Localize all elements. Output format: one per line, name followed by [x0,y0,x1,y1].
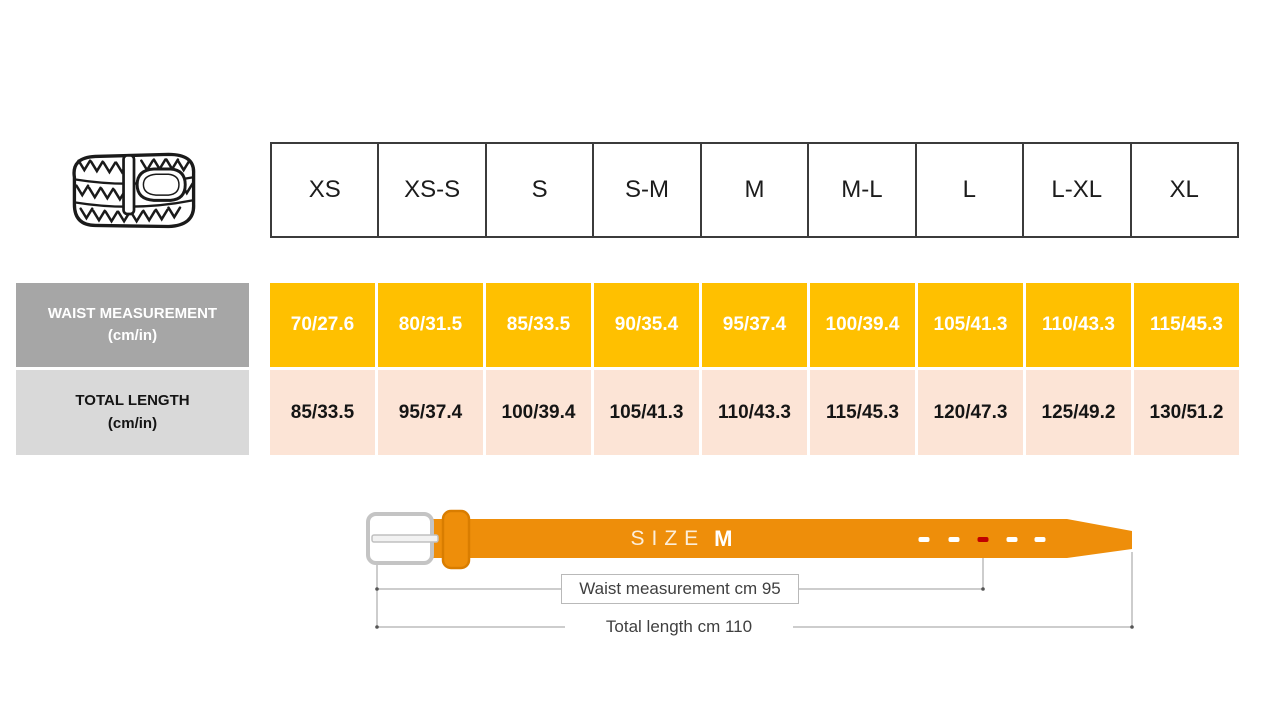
waist-measurement-row-header: WAIST MEASUREMENT (cm/in) [16,283,249,367]
length-value-cell: 130/51.2 [1134,370,1239,455]
size-column-header: XL [1169,176,1199,203]
length-value-cell: 110/43.3 [702,370,807,455]
size-column-header: S-M [594,144,702,236]
total-length-row-header: TOTAL LENGTH (cm/in) [16,370,249,455]
waist-value-cell: 95/37.4 [702,283,807,367]
size-column-header: M [702,144,810,236]
length-value-cell: 105/41.3 [594,370,699,455]
waist-value-cell: 105/41.3 [918,283,1023,367]
waist-value-cell: 70/27.6 [270,283,375,367]
length-value-cell: 115/45.3 [810,370,915,455]
waist-value-cell: 100/39.4 [810,283,915,367]
belt-holes [918,537,1046,542]
size-column-header: XS [272,144,380,236]
braided-belt-icon [72,152,196,229]
row-header-unit: (cm/in) [107,327,158,344]
row-header-label: WAIST MEASUREMENT [47,304,218,322]
size-value: M [714,526,734,551]
size-column-header: S [487,144,595,236]
waist-value-cell: 90/35.4 [594,283,699,367]
total-length-values-row: 85/33.5 95/37.4 100/39.4 105/41.3 110/43… [270,370,1239,455]
row-header-unit: (cm/in) [107,414,158,432]
size-column-header: L [917,144,1025,236]
waist-measurement-values-row: 70/27.6 80/31.5 85/33.5 90/35.4 95/37.4 … [270,283,1239,367]
size-word: SIZE [630,527,706,550]
length-value-cell: 95/37.4 [378,370,483,455]
belt-loop [441,509,471,570]
belt-buckle-tip [135,167,187,202]
buckle-prong [371,534,439,543]
size-column-header: XS-S [379,144,487,236]
length-value-cell: 125/49.2 [1026,370,1131,455]
belt-size-label: SIZE M [597,524,767,554]
waist-value-cell: 110/43.3 [1026,283,1131,367]
row-header-label: TOTAL LENGTH [75,392,190,409]
waist-annotation-box: Waist measurement cm 95 [561,574,799,604]
selected-size-hole [977,537,989,542]
belt-measurement-diagram [366,509,1134,629]
waist-value-cell: 80/31.5 [378,283,483,367]
length-value-cell: 85/33.5 [270,370,375,455]
waist-value-cell: 85/33.5 [486,283,591,367]
length-value-cell: 100/39.4 [486,370,591,455]
total-length-annotation: Total length cm 110 [565,613,793,640]
size-column-header: M-L [809,144,917,236]
size-column-header: L-XL [1024,144,1132,236]
length-value-cell: 120/47.3 [918,370,1023,455]
waist-value-cell: 115/45.3 [1134,283,1239,367]
size-header-row: XS XS-S S S-M M M-L L L-XL XL [270,142,1239,238]
belt-strap [425,519,1132,558]
belt-keeper [122,154,136,216]
